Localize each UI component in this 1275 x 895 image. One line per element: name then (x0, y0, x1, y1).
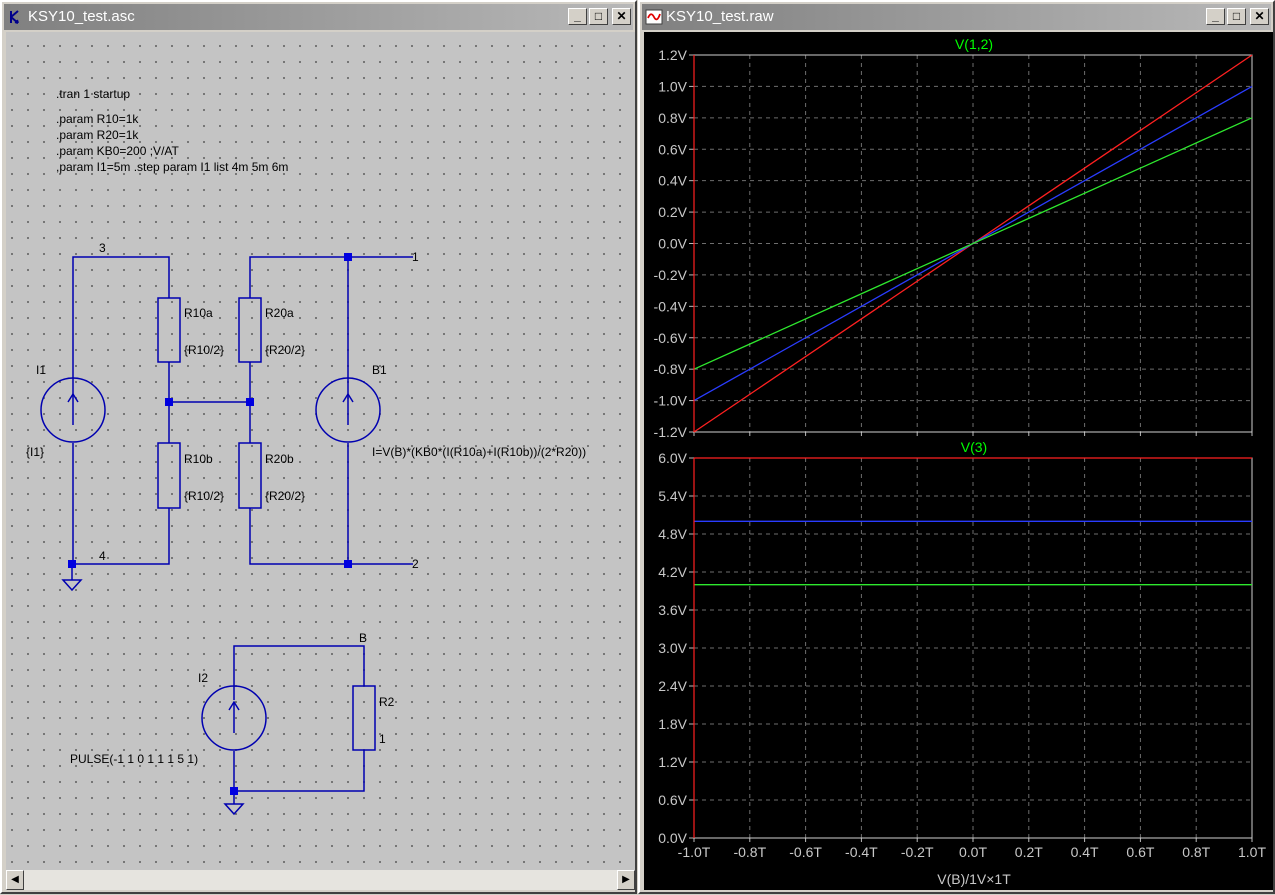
x-tick-label: 0.8T (1182, 844, 1210, 860)
spice-directives: .tran 1 startup .param R10=1k .param R20… (56, 87, 288, 174)
y-tick-label: 3.0V (658, 640, 687, 656)
minimize-button[interactable]: _ (568, 8, 587, 25)
waveform-window[interactable]: KSY10_test.raw _ □ ✕ V(1,2) V(3) V(B)/1V… (638, 0, 1275, 894)
y-tick-label: 1.0V (658, 78, 687, 94)
component-name[interactable]: R20a (265, 306, 294, 320)
ground-symbol (223, 803, 245, 816)
y-tick-label: 1.2V (658, 47, 687, 63)
net-label[interactable]: 1 (412, 250, 419, 264)
y-tick-label: 3.6V (658, 602, 687, 618)
component-name[interactable]: R10a (184, 306, 213, 320)
x-tick-label: 0.0T (959, 844, 987, 860)
resistor-r2[interactable] (352, 685, 376, 751)
y-tick-label: 1.2V (658, 754, 687, 770)
maximize-button[interactable]: □ (1227, 8, 1246, 25)
ground-symbol (61, 579, 83, 592)
y-tick-label: 0.6V (658, 792, 687, 808)
x-tick-label: 1.0T (1238, 844, 1266, 860)
component-name[interactable]: R20b (265, 452, 294, 466)
x-tick-label: -0.4T (845, 844, 878, 860)
net-label[interactable]: 3 (99, 241, 106, 255)
maximize-button[interactable]: □ (589, 8, 608, 25)
net-label[interactable]: 2 (412, 557, 419, 571)
y-tick-label: 2.4V (658, 678, 687, 694)
component-value[interactable]: I=V(B)*(KB0*(I(R10a)+I(R10b))/(2*R20)) (372, 445, 586, 459)
component-value[interactable]: {R10/2} (184, 343, 224, 357)
y-tick-label: 1.8V (658, 716, 687, 732)
component-value[interactable]: {R20/2} (265, 489, 305, 503)
current-source-i2[interactable] (201, 685, 267, 751)
y-tick-label: -1.2V (654, 424, 688, 440)
component-value[interactable]: PULSE(-1 1 0 1 1 1 5 1) (70, 752, 198, 766)
directive-line[interactable]: ,param I1=5m .step param I1 list 4m 5m 6… (56, 160, 288, 174)
component-name[interactable]: R2 (379, 695, 395, 709)
junction-dots (68, 253, 352, 795)
y-tick-label: -0.8V (654, 361, 688, 377)
schematic-window[interactable]: KSY10_test.asc _ □ ✕ .tran 1 startup .pa… (0, 0, 637, 894)
current-source-i1[interactable] (40, 377, 106, 443)
waveform-plot-area[interactable]: V(1,2) V(3) V(B)/1V×1T 1.2V 1.0V 0.8V 0.6V 0… (644, 32, 1273, 890)
net-label[interactable]: 4 (99, 549, 106, 563)
x-tick-label: 0.2T (1015, 844, 1043, 860)
x-tick-label: 0.4T (1071, 844, 1099, 860)
component-value[interactable]: {R20/2} (265, 343, 305, 357)
component-name[interactable]: R10b (184, 452, 213, 466)
scroll-right-button[interactable]: ▶ (617, 870, 635, 890)
y-tick-label: -0.2V (654, 267, 688, 283)
wires (71, 256, 413, 804)
directive-line[interactable]: .param R20=1k (56, 128, 139, 142)
directive-line[interactable]: .param KB0=200 ;V/AT (56, 144, 180, 158)
component-name[interactable]: I1 (36, 363, 46, 377)
y-tick-label: -0.6V (654, 330, 688, 346)
x-tick-label: -0.2T (901, 844, 934, 860)
component-name[interactable]: I2 (198, 671, 208, 685)
resistor-r20a[interactable] (238, 297, 262, 363)
component-value[interactable]: {R10/2} (184, 489, 224, 503)
minimize-button[interactable]: _ (1206, 8, 1225, 25)
y-tick-label: 0.0V (658, 830, 687, 846)
behavioral-source-b1[interactable] (315, 377, 381, 443)
y-tick-label: 5.4V (658, 488, 687, 504)
directive-line[interactable]: .tran 1 startup (56, 87, 130, 101)
x-tick-label: -1.0T (678, 844, 711, 860)
y-tick-label: 4.8V (658, 526, 687, 542)
component-name[interactable]: B1 (372, 363, 387, 377)
x-axis-label[interactable]: V(B)/1V×1T (937, 871, 1011, 887)
y-tick-label: 4.2V (658, 564, 687, 580)
schematic-title-bar[interactable]: KSY10_test.asc _ □ ✕ (4, 4, 633, 30)
x-tick-label: -0.6T (789, 844, 822, 860)
y-tick-label: 0.6V (658, 141, 687, 157)
y-tick-label: 6.0V (658, 450, 687, 466)
pane2-title[interactable]: V(3) (961, 439, 987, 455)
close-button[interactable]: ✕ (612, 8, 631, 25)
close-button[interactable]: ✕ (1250, 8, 1269, 25)
y-tick-label: 0.8V (658, 110, 687, 126)
y-tick-label: 0.0V (658, 236, 687, 252)
y-tick-label: 0.4V (658, 173, 687, 189)
schematic-window-title: KSY10_test.asc (28, 8, 135, 25)
resistor-r10b[interactable] (157, 442, 181, 509)
component-value[interactable]: 1 (379, 732, 386, 746)
waveform-window-title: KSY10_test.raw (666, 8, 774, 25)
net-label[interactable]: B (359, 631, 367, 645)
directive-line[interactable]: .param R10=1k (56, 112, 139, 126)
x-tick-label: -0.8T (733, 844, 766, 860)
waveform-app-icon (645, 9, 663, 25)
waveform-plots[interactable]: V(1,2) V(3) V(B)/1V×1T 1.2V 1.0V 0.8V 0.6V 0… (644, 32, 1273, 890)
y-tick-label: -1.0V (654, 393, 688, 409)
waveform-title-bar[interactable]: KSY10_test.raw _ □ ✕ (642, 4, 1271, 30)
pane1-title[interactable]: V(1,2) (955, 36, 993, 52)
x-tick-label: 0.6T (1126, 844, 1154, 860)
scroll-left-button[interactable]: ◀ (6, 870, 24, 890)
trace-line (693, 117, 1253, 370)
component-value[interactable]: {I1} (26, 445, 44, 459)
schematic-drawing: .tran 1 startup .param R10=1k .param R20… (26, 87, 586, 816)
y-tick-label: -0.4V (654, 298, 688, 314)
y-tick-label: 0.2V (658, 204, 687, 220)
schematic-app-icon (10, 10, 19, 24)
resistor-r20b[interactable] (238, 442, 262, 509)
resistor-r10a[interactable] (157, 297, 181, 363)
horizontal-scrollbar[interactable]: ◀ ▶ (6, 870, 635, 890)
schematic-canvas[interactable]: .tran 1 startup .param R10=1k .param R20… (6, 32, 635, 870)
